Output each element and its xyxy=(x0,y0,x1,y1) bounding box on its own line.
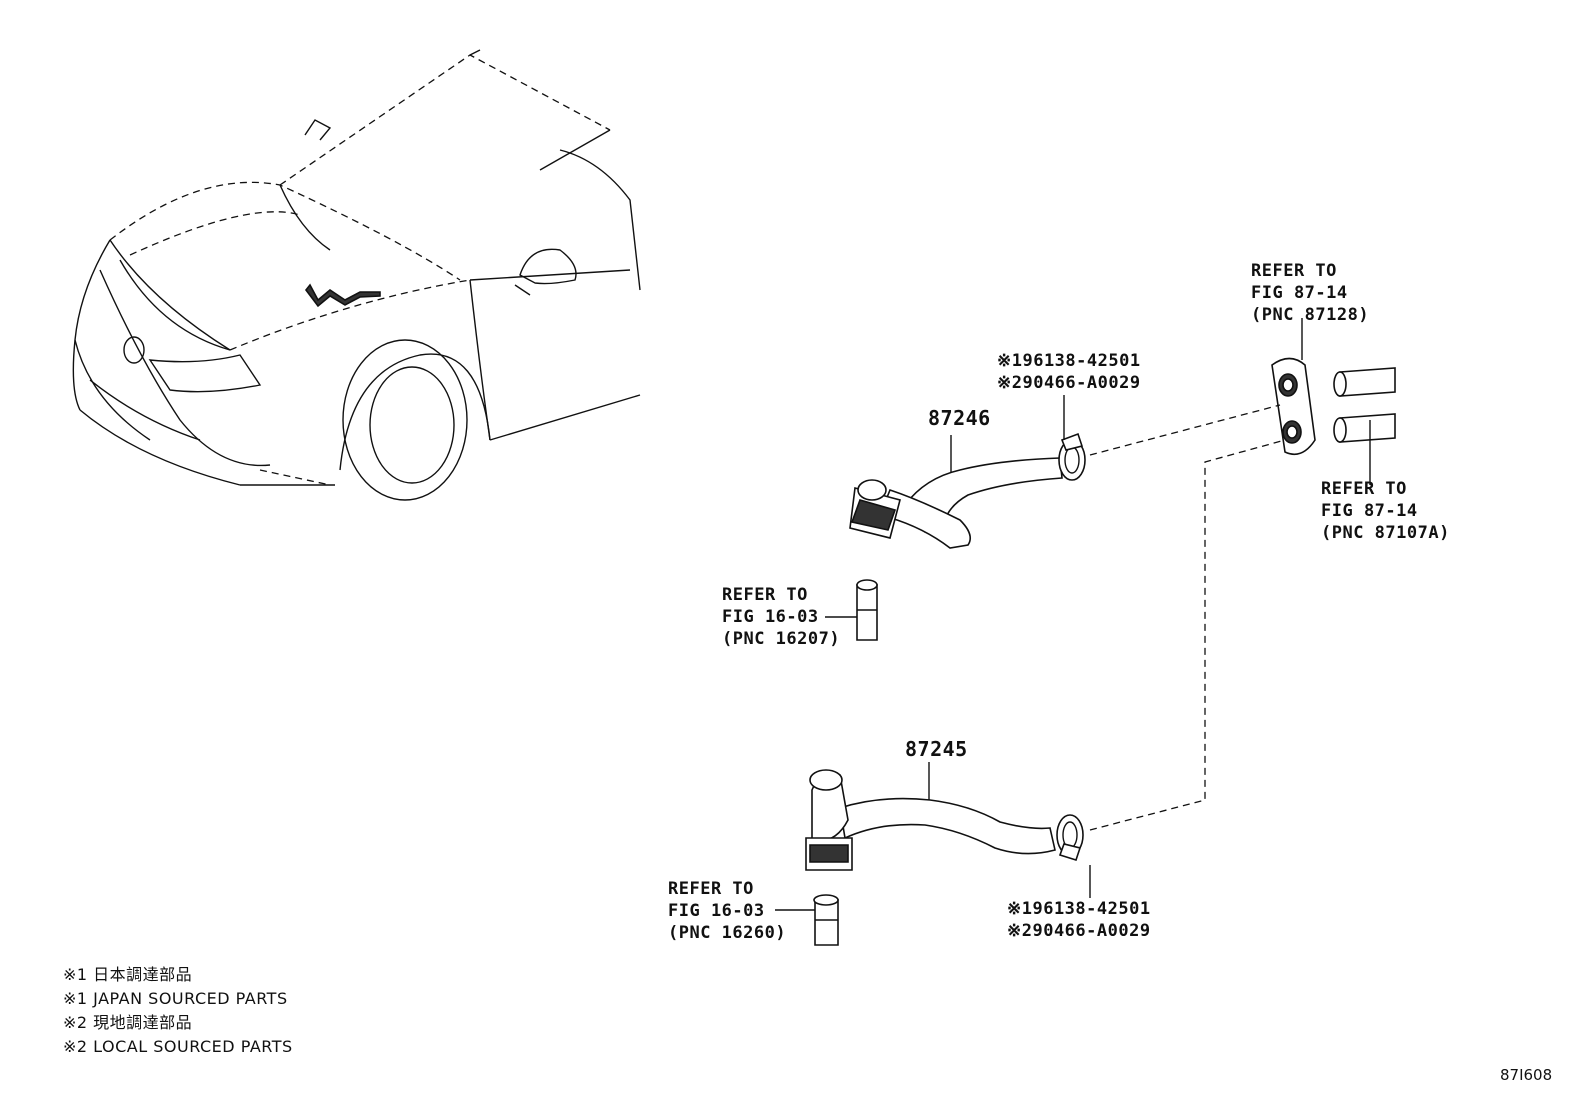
legend: ※1 日本調達部品 ※1 JAPAN SOURCED PARTS ※2 現地調達… xyxy=(63,965,293,1056)
ref-grommet-line-1: REFER TO xyxy=(1251,261,1337,281)
clamp-upper xyxy=(1058,432,1086,481)
clamp-lower-line-2: ※290466-A0029 xyxy=(1007,921,1151,941)
legend-line-3: ※2 現地調達部品 xyxy=(63,1013,192,1032)
pipe-upper-left xyxy=(856,579,878,641)
part-number-87246: 87246 xyxy=(928,406,991,430)
ref-lower-left-line-3: (PNC 16260) xyxy=(668,923,786,943)
clamp-lower-line-1: ※196138-42501 xyxy=(1007,899,1151,919)
ref-upper-left-line-3: (PNC 16207) xyxy=(722,629,840,649)
ref-upper-pipe-line-1: REFER TO xyxy=(1321,479,1407,499)
legend-line-2: ※1 JAPAN SOURCED PARTS xyxy=(63,989,288,1008)
heater-pipe-upper xyxy=(1333,367,1396,443)
clamp-lower xyxy=(1056,814,1084,861)
ref-upper-left-line-2: FIG 16-03 xyxy=(722,607,819,627)
ref-grommet-line-3: (PNC 87128) xyxy=(1251,305,1369,325)
hose-87245 xyxy=(805,769,1056,871)
ref-lower-left-label: REFER TO FIG 16-03 (PNC 16260) xyxy=(668,879,786,943)
grommet xyxy=(1271,357,1316,456)
legend-line-1: ※1 日本調達部品 xyxy=(63,965,192,984)
clamp-lower-label: ※196138-42501 ※290466-A0029 xyxy=(1007,899,1151,941)
clamp-upper-line-1: ※196138-42501 xyxy=(997,351,1141,371)
ref-upper-left-label: REFER TO FIG 16-03 (PNC 16207) xyxy=(722,585,840,649)
ref-lower-left-line-1: REFER TO xyxy=(668,879,754,899)
ref-upper-left-line-1: REFER TO xyxy=(722,585,808,605)
clamp-upper-label: ※196138-42501 ※290466-A0029 xyxy=(997,351,1141,393)
leader-lines xyxy=(775,318,1371,911)
clamp-upper-line-2: ※290466-A0029 xyxy=(997,373,1141,393)
ref-upper-pipe-label: REFER TO FIG 87-14 (PNC 87107A) xyxy=(1321,479,1450,543)
pipe-lower-left xyxy=(813,894,839,946)
ref-lower-left-line-2: FIG 16-03 xyxy=(668,901,765,921)
ref-grommet-label: REFER TO FIG 87-14 (PNC 87128) xyxy=(1251,261,1369,325)
figure-id: 87I608 xyxy=(1500,1066,1552,1084)
hose-87246 xyxy=(849,457,1063,549)
ref-grommet-line-2: FIG 87-14 xyxy=(1251,283,1348,303)
ref-upper-pipe-line-2: FIG 87-14 xyxy=(1321,501,1418,521)
legend-line-4: ※2 LOCAL SOURCED PARTS xyxy=(63,1037,293,1056)
car-illustration xyxy=(72,49,641,501)
ref-upper-pipe-line-3: (PNC 87107A) xyxy=(1321,523,1450,543)
part-number-87245: 87245 xyxy=(905,737,968,761)
